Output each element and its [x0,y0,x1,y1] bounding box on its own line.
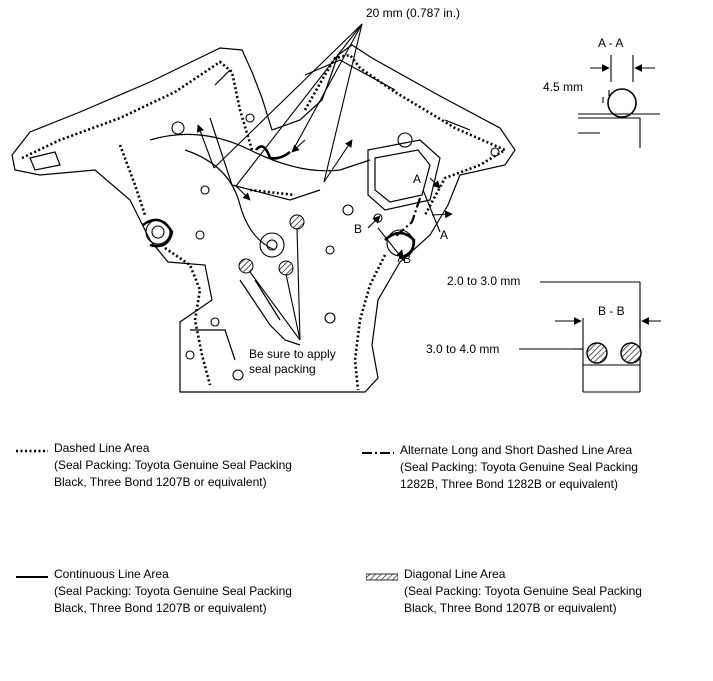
continuous-seal-line [142,145,416,260]
section-mark-b-right: B [403,252,412,266]
section-markers [367,177,453,263]
legend-title: Diagonal Line Area [404,567,506,581]
be-sure-label-line1: Be sure to apply [249,347,336,361]
legend-desc-line1: (Seal Packing: Toyota Genuine Seal Packi… [400,460,638,474]
legend-desc-line1: (Seal Packing: Toyota Genuine Seal Packi… [54,584,292,598]
twenty-mm-leaders [196,23,363,201]
cover-outline [11,44,516,393]
section-mark-a-bottom: A [440,228,449,242]
section-aa-drawing [578,55,660,148]
legend-dashed: Dashed Line Area (Seal Packing: Toyota G… [16,440,292,491]
section-bb-dim-bottom: 3.0 to 4.0 mm [426,342,500,356]
section-aa-dimension: 4.5 mm [543,80,584,94]
section-bb-title: B - B [598,304,625,318]
section-bb-dim-top: 2.0 to 3.0 mm [447,274,521,288]
legend-desc-line2: Black, Three Bond 1207B or equivalent) [404,601,617,615]
legend-desc-line2: Black, Three Bond 1207B or equivalent) [54,475,267,489]
legend-desc-line2: 1282B, Three Bond 1282B or equivalent) [400,477,618,491]
dashed-line-swatch [16,444,48,454]
legend-title: Alternate Long and Short Dashed Line Are… [400,443,633,457]
section-mark-b-left: B [354,222,363,236]
legend-title: Continuous Line Area [54,567,169,581]
section-bb-drawing [519,281,661,393]
legend-continuous: Continuous Line Area (Seal Packing: Toyo… [16,566,292,617]
legend-desc-line1: (Seal Packing: Toyota Genuine Seal Packi… [404,584,642,598]
be-sure-label-line2: seal packing [249,362,316,376]
diagonal-line-areas [238,214,305,276]
twenty-mm-label: 20 mm (0.787 in.) [366,6,461,20]
dash-dot-seal-line [395,197,422,237]
legend-diagonal: Diagonal Line Area (Seal Packing: Toyota… [365,566,642,617]
dash-dot-line-swatch [362,446,394,456]
continuous-line-swatch [16,570,48,580]
legend-title: Dashed Line Area [54,441,150,455]
section-aa-title: A - A [598,36,624,50]
legend-dash-dot: Alternate Long and Short Dashed Line Are… [362,442,638,493]
dashed-seal-line [21,53,508,391]
timing-cover-diagram [11,23,661,393]
seal-packing-leaders [249,227,301,341]
legend-desc-line1: (Seal Packing: Toyota Genuine Seal Packi… [54,458,292,472]
section-mark-a-top: A [413,172,422,186]
diagonal-line-swatch [365,570,399,580]
legend-desc-line2: Black, Three Bond 1207B or equivalent) [54,601,267,615]
